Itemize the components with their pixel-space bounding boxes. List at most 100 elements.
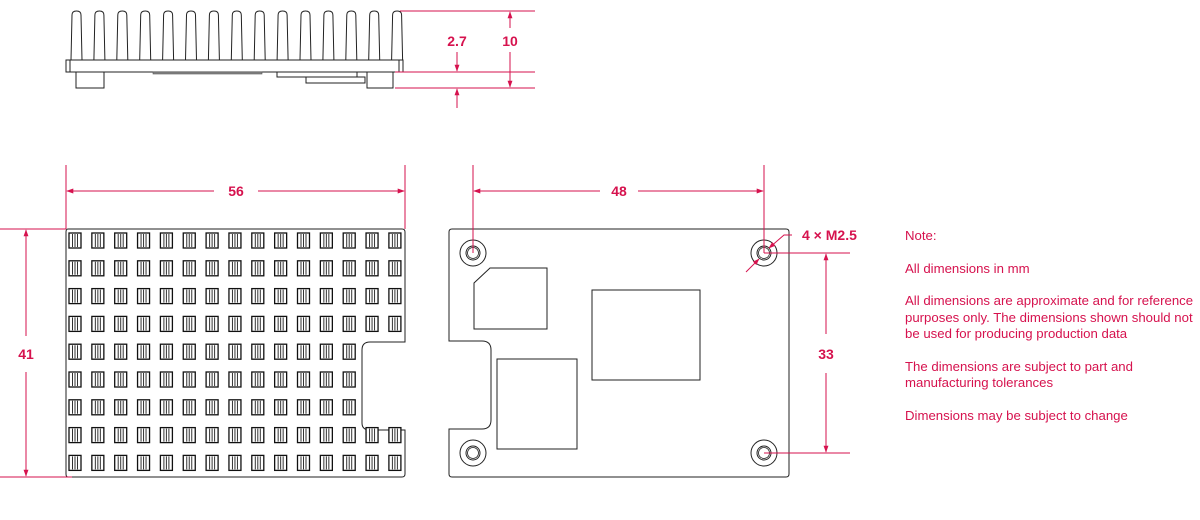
top-fin xyxy=(251,399,265,416)
top-fin xyxy=(342,287,356,305)
top-fin xyxy=(159,399,174,416)
top-fin xyxy=(228,454,242,472)
top-fin xyxy=(114,426,128,444)
top-fin xyxy=(251,371,265,388)
standoff-left xyxy=(75,71,105,89)
top-fin xyxy=(114,315,128,333)
side-fin xyxy=(93,10,106,61)
dim-base-height-label: 2.7 xyxy=(447,33,467,49)
top-fin xyxy=(91,343,105,360)
top-fin xyxy=(365,260,379,277)
thermal-pad xyxy=(152,71,263,75)
dim-holes-label: 4 × M2.5 xyxy=(802,227,857,243)
top-fin xyxy=(388,287,402,305)
top-fin xyxy=(273,399,288,416)
top-fin xyxy=(68,232,82,249)
top-fin xyxy=(228,426,242,444)
top-fin xyxy=(205,232,219,249)
top-fin xyxy=(342,315,356,333)
top-fin xyxy=(251,454,265,472)
top-fin xyxy=(251,287,265,305)
notes-panel: Note: All dimensions in mm All dimension… xyxy=(905,228,1195,440)
top-fin xyxy=(68,454,82,472)
top-fin xyxy=(136,343,151,360)
side-fin xyxy=(368,10,381,61)
top-fin xyxy=(136,399,151,416)
dim-width-label: 56 xyxy=(228,183,244,199)
top-fin xyxy=(228,232,242,249)
top-fin xyxy=(228,399,242,416)
top-fin xyxy=(159,426,174,444)
standoff-right xyxy=(366,71,394,89)
top-fin xyxy=(388,454,402,472)
note-item: The dimensions are subject to part and m… xyxy=(905,358,1133,391)
top-fin xyxy=(273,287,288,305)
top-fin xyxy=(182,426,196,444)
top-fin xyxy=(205,426,219,444)
top-fin xyxy=(182,287,196,305)
top-fin xyxy=(114,287,128,305)
top-fin xyxy=(159,232,174,249)
top-fin xyxy=(114,454,128,472)
top-fin xyxy=(365,232,379,249)
dim-hole-diameter-arrow xyxy=(745,258,760,273)
top-fin xyxy=(68,343,82,360)
dim-hole-leader xyxy=(768,234,792,249)
side-fin xyxy=(230,10,243,61)
top-fin xyxy=(296,426,311,444)
top-fin xyxy=(114,371,128,388)
mounting-hole-bottom-left xyxy=(459,439,487,467)
top-fin xyxy=(205,343,219,360)
top-fin xyxy=(159,343,174,360)
top-fin xyxy=(296,399,311,416)
top-fin xyxy=(251,232,265,249)
notes-title: Note: xyxy=(905,228,937,243)
top-fin xyxy=(114,399,128,416)
top-fin xyxy=(296,287,311,305)
top-fin xyxy=(228,260,242,277)
side-fin xyxy=(162,10,175,61)
top-fin xyxy=(91,454,105,472)
top-fin xyxy=(136,426,151,444)
top-fin xyxy=(91,287,105,305)
top-fin xyxy=(159,315,174,333)
top-fin xyxy=(182,399,196,416)
top-fin xyxy=(319,426,334,444)
top-fin xyxy=(182,260,196,277)
top-fin xyxy=(273,260,288,277)
top-fin xyxy=(319,315,334,333)
top-fin xyxy=(365,315,379,333)
dim-height-label: 41 xyxy=(18,346,34,362)
top-fin xyxy=(273,426,288,444)
top-fin xyxy=(114,343,128,360)
top-fin xyxy=(296,371,311,388)
top-view: 56 41 xyxy=(0,165,406,478)
top-fin xyxy=(342,232,356,249)
top-fin xyxy=(68,371,82,388)
top-fin xyxy=(273,232,288,249)
top-fin xyxy=(296,232,311,249)
top-fin xyxy=(91,260,105,277)
side-fin xyxy=(253,10,266,61)
top-fin xyxy=(251,343,265,360)
top-fin xyxy=(342,371,356,388)
chip-ram xyxy=(496,358,578,450)
board-view: 48 33 4 × M2.5 xyxy=(448,165,857,478)
top-fin xyxy=(365,287,379,305)
side-view: 2.7 10 xyxy=(65,10,535,108)
heatsink-base xyxy=(65,59,404,73)
top-fin xyxy=(251,315,265,333)
top-fin xyxy=(205,287,219,305)
top-fin xyxy=(136,232,151,249)
top-fin xyxy=(91,371,105,388)
top-fin xyxy=(251,260,265,277)
top-fin xyxy=(136,454,151,472)
top-fin xyxy=(273,343,288,360)
top-fin xyxy=(136,315,151,333)
top-fin xyxy=(319,287,334,305)
top-fin xyxy=(365,426,379,444)
side-fin xyxy=(299,10,312,61)
top-fin xyxy=(388,315,402,333)
note-item: All dimensions in mm xyxy=(905,260,1030,276)
